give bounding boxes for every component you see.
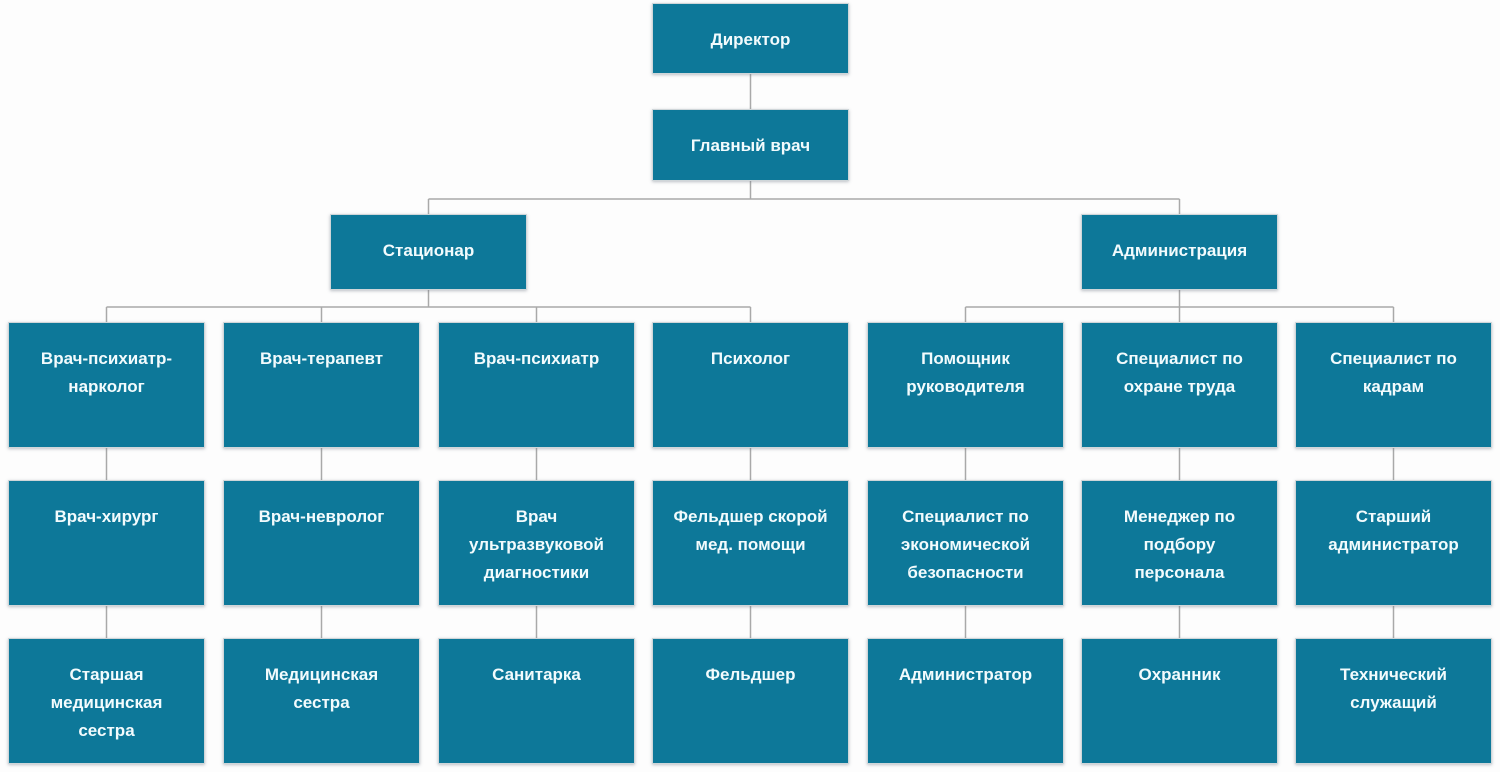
org-node-branch-inpatient: Стационар [330,214,527,290]
org-node-role: Администратор [867,638,1064,764]
org-node-role: Врач ультразвуковой диагностики [438,480,635,606]
org-node-role: Санитарка [438,638,635,764]
org-node-role: Охранник [1081,638,1278,764]
org-node-role: Фельдшер [652,638,849,764]
org-node-chief-physician: Главный врач [652,109,849,181]
org-node-role: Специалист по охране труда [1081,322,1278,448]
org-node-role: Старший администратор [1295,480,1492,606]
org-node-role: Медицинская сестра [223,638,420,764]
org-node-role: Старшая медицинская сестра [8,638,205,764]
org-node-role: Врач-психиатр [438,322,635,448]
org-node-role: Врач-психиатр- нарколог [8,322,205,448]
org-node-role: Специалист по кадрам [1295,322,1492,448]
org-node-branch-administration: Администрация [1081,214,1278,290]
org-node-role: Технический служащий [1295,638,1492,764]
org-node-role: Врач-хирург [8,480,205,606]
org-node-role: Психолог [652,322,849,448]
org-node-director: Директор [652,3,849,74]
org-node-role: Помощник руководителя [867,322,1064,448]
org-node-role: Врач-невролог [223,480,420,606]
org-node-role: Фельдшер скорой мед. помощи [652,480,849,606]
org-node-role: Врач-терапевт [223,322,420,448]
org-node-role: Менеджер по подбору персонала [1081,480,1278,606]
org-node-role: Специалист по экономической безопасности [867,480,1064,606]
